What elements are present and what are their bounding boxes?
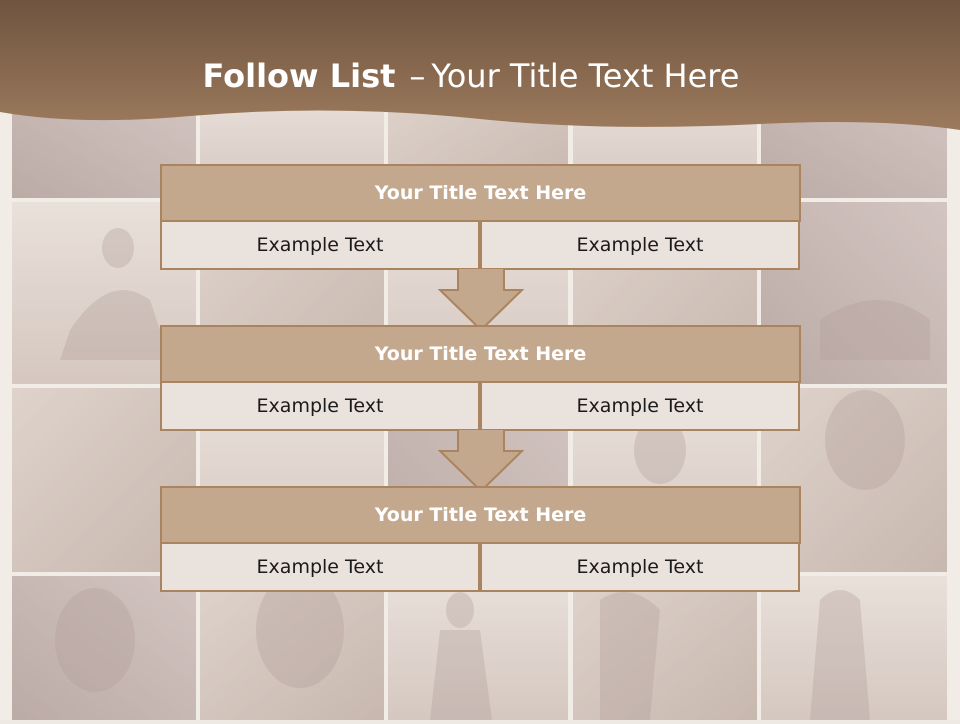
step-cell-right: Example Text xyxy=(480,542,800,592)
step-cell-left: Example Text xyxy=(160,381,480,431)
slide-title-rest: Your Title Text Here xyxy=(431,57,740,95)
step-title: Your Title Text Here xyxy=(160,164,801,222)
down-arrow-icon xyxy=(438,268,524,332)
step-cell-left: Example Text xyxy=(160,220,480,270)
step-cell-right: Example Text xyxy=(480,220,800,270)
header-banner xyxy=(0,0,960,140)
slide-title-bold: Follow List xyxy=(202,57,396,95)
step-3: Your Title Text Here Example Text Exampl… xyxy=(160,486,801,594)
step-cell-right: Example Text xyxy=(480,381,800,431)
down-arrow-icon xyxy=(438,429,524,493)
slide-title: Follow List–Your Title Text Here xyxy=(0,54,942,98)
step-title: Your Title Text Here xyxy=(160,486,801,544)
step-title: Your Title Text Here xyxy=(160,325,801,383)
slide-title-separator: – xyxy=(409,57,426,95)
header-wave-graphic xyxy=(0,0,960,130)
step-2: Your Title Text Here Example Text Exampl… xyxy=(160,325,801,433)
step-cell-left: Example Text xyxy=(160,542,480,592)
step-1: Your Title Text Here Example Text Exampl… xyxy=(160,164,801,272)
